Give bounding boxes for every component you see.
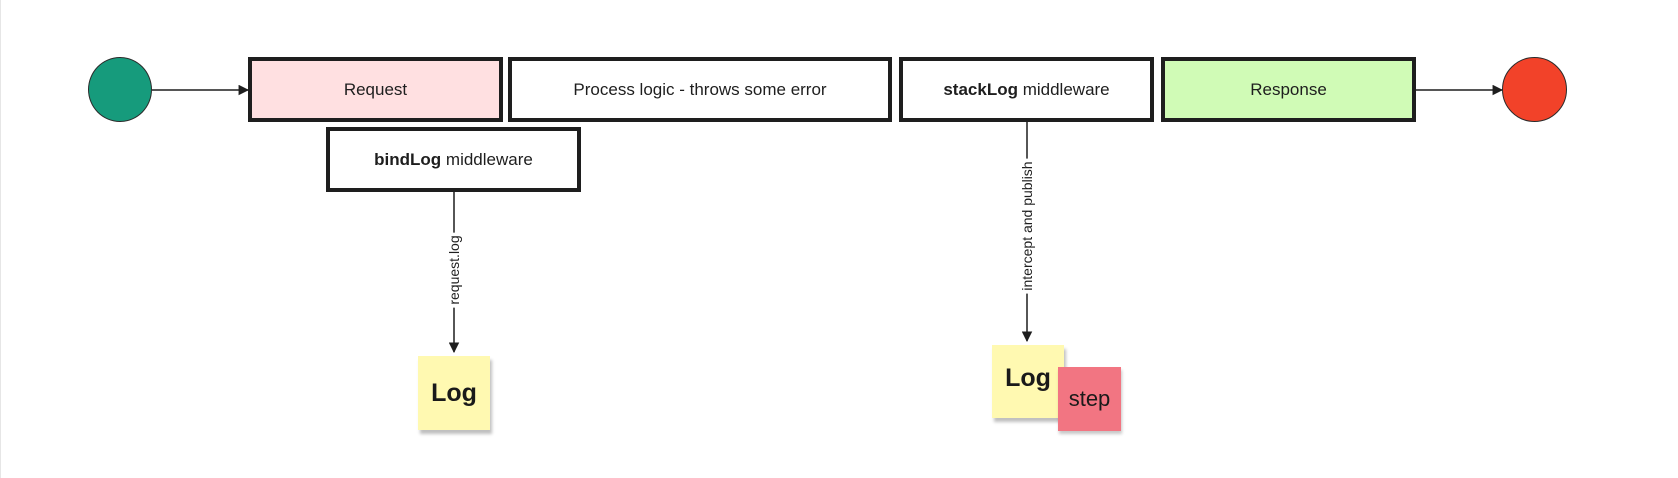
start-node — [88, 57, 152, 122]
stacklog-middleware-step: stackLog middleware — [899, 57, 1154, 122]
bindlog-name: bindLog — [374, 149, 442, 169]
response-label: Response — [1250, 79, 1327, 99]
bindlog-suffix: middleware — [441, 149, 533, 169]
bindlog-label: bindLog middleware — [374, 150, 533, 170]
log-note-text-left: Log — [431, 378, 477, 407]
intercept-publish-edge-label: intercept and publish — [1019, 158, 1035, 294]
canvas-edge — [0, 0, 1, 478]
request-log-edge-label: request.log — [446, 232, 462, 308]
bindlog-middleware-step: bindLog middleware — [326, 127, 581, 192]
stacklog-label: stackLog middleware — [943, 80, 1109, 100]
request-label: Request — [343, 79, 408, 99]
log-sticky-note-left: Log — [418, 356, 490, 430]
log-note-text-right: Log — [1005, 364, 1051, 392]
end-node — [1502, 57, 1567, 122]
response-step: Response — [1161, 57, 1416, 122]
stacklog-name: stackLog — [943, 79, 1018, 99]
step-note-text: step — [1068, 386, 1111, 411]
log-sticky-note-right: Log — [992, 345, 1064, 418]
process-logic-label: Process logic - throws some error — [573, 79, 827, 99]
stacklog-suffix: middleware — [1017, 79, 1110, 99]
step-sticky-note: step — [1058, 367, 1121, 431]
process-logic-step: Process logic - throws some error — [508, 57, 892, 122]
request-step: Request — [248, 57, 503, 122]
